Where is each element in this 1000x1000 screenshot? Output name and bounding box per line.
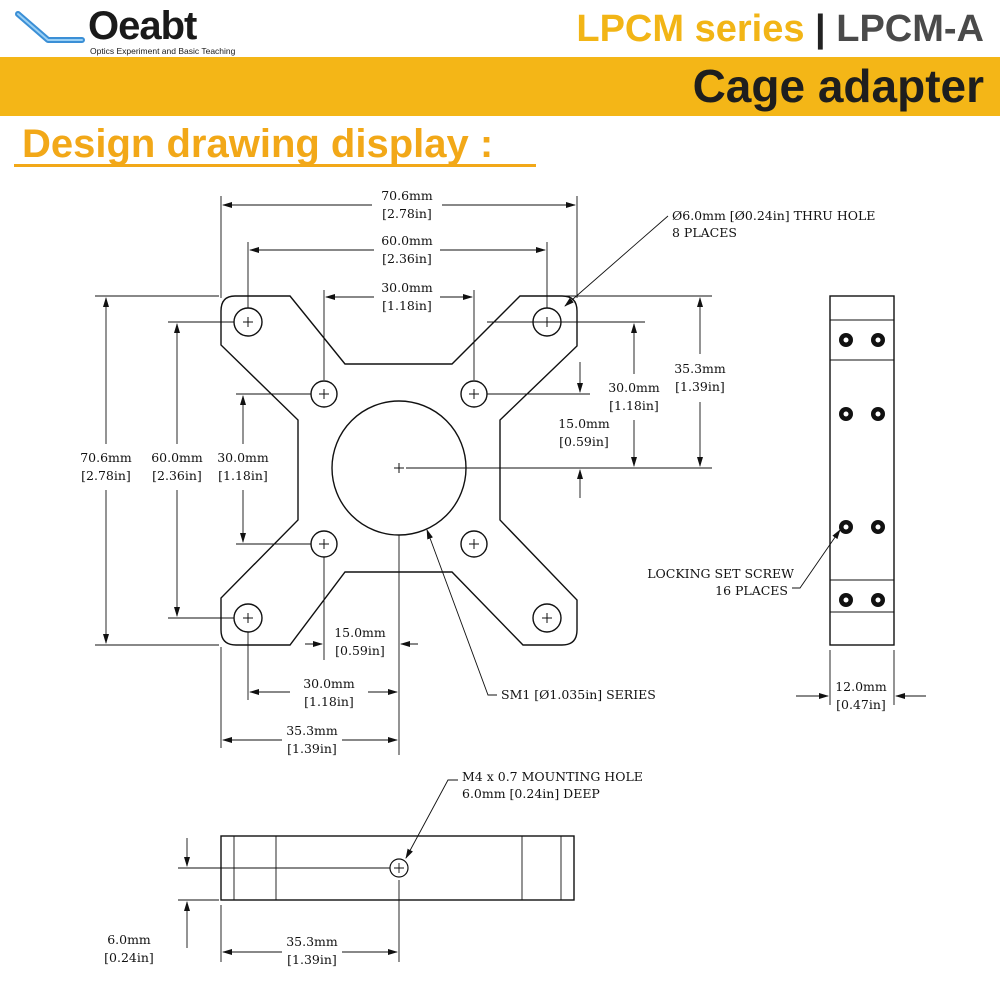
note-thru-hole-count: 8 PLACES xyxy=(672,225,737,240)
section-title: Design drawing display : xyxy=(22,122,494,166)
dim-bot-inner-in: [1.18in] xyxy=(304,694,354,709)
title-banner xyxy=(0,57,1000,116)
dim-right-small-mm: 15.0mm xyxy=(558,416,610,431)
brand-logo: Oeabt Optics Experiment and Basic Teachi… xyxy=(10,4,240,56)
dim-left-mid-mm: 60.0mm xyxy=(151,450,203,465)
dim-right-half-in: [1.39in] xyxy=(675,379,725,394)
dim-side-width-mm: 12.0mm xyxy=(835,679,887,694)
series-separator: | xyxy=(815,8,826,50)
dim-front-height-mm: 6.0mm xyxy=(107,932,151,947)
note-mount-hole: M4 x 0.7 MOUNTING HOLE xyxy=(462,769,643,784)
dim-right-inner-in: [1.18in] xyxy=(609,398,659,413)
dim-front-height-in: [0.24in] xyxy=(104,950,154,965)
brand-name: Oeabt xyxy=(88,4,197,48)
note-thru-hole: Ø6.0mm [Ø0.24in] THRU HOLE xyxy=(672,208,875,223)
dim-left-outer-in: [2.78in] xyxy=(81,468,131,483)
dim-top-outer-mm: 70.6mm xyxy=(381,188,433,203)
dim-side-width-in: [0.47in] xyxy=(836,697,886,712)
dim-left-mid-in: [2.36in] xyxy=(152,468,202,483)
series-label: LPCM series xyxy=(576,8,805,50)
dim-bot-small-in: [0.59in] xyxy=(335,643,385,658)
dim-right-inner-mm: 30.0mm xyxy=(608,380,660,395)
dim-right-half-mm: 35.3mm xyxy=(674,361,726,376)
logo-mark-icon xyxy=(15,11,85,43)
note-set-screw: LOCKING SET SCREW xyxy=(647,566,794,581)
dim-right-small-in: [0.59in] xyxy=(559,434,609,449)
product-title: Cage adapter xyxy=(692,60,984,112)
dim-top-inner-mm: 30.0mm xyxy=(381,280,433,295)
thru-hole xyxy=(460,530,488,558)
section-underline xyxy=(14,164,536,167)
model-label: LPCM-A xyxy=(836,8,984,50)
thru-hole xyxy=(532,603,562,633)
dim-bot-inner-mm: 30.0mm xyxy=(303,676,355,691)
note-sm1-series: SM1 [Ø1.035in] SERIES xyxy=(501,687,656,702)
dim-bot-small-mm: 15.0mm xyxy=(334,625,386,640)
note-mount-depth: 6.0mm [0.24in] DEEP xyxy=(462,786,600,801)
dim-bot-half-mm: 35.3mm xyxy=(286,723,338,738)
note-set-screw-count: 16 PLACES xyxy=(715,583,788,598)
dim-top-inner-in: [1.18in] xyxy=(382,298,432,313)
dim-left-inner-in: [1.18in] xyxy=(218,468,268,483)
dim-top-outer-in: [2.78in] xyxy=(382,206,432,221)
dim-front-half-in: [1.39in] xyxy=(287,952,337,967)
set-screws xyxy=(839,333,885,607)
brand-tagline: Optics Experiment and Basic Teaching xyxy=(90,46,236,56)
dim-top-mid-in: [2.36in] xyxy=(382,251,432,266)
dim-bot-half-in: [1.39in] xyxy=(287,741,337,756)
side-view xyxy=(829,295,895,646)
dim-front-half-mm: 35.3mm xyxy=(286,934,338,949)
dim-left-outer-mm: 70.6mm xyxy=(80,450,132,465)
dim-top-mid-mm: 60.0mm xyxy=(381,233,433,248)
dim-left-inner-mm: 30.0mm xyxy=(217,450,269,465)
series-heading: LPCM series | LPCM-A xyxy=(576,6,984,52)
